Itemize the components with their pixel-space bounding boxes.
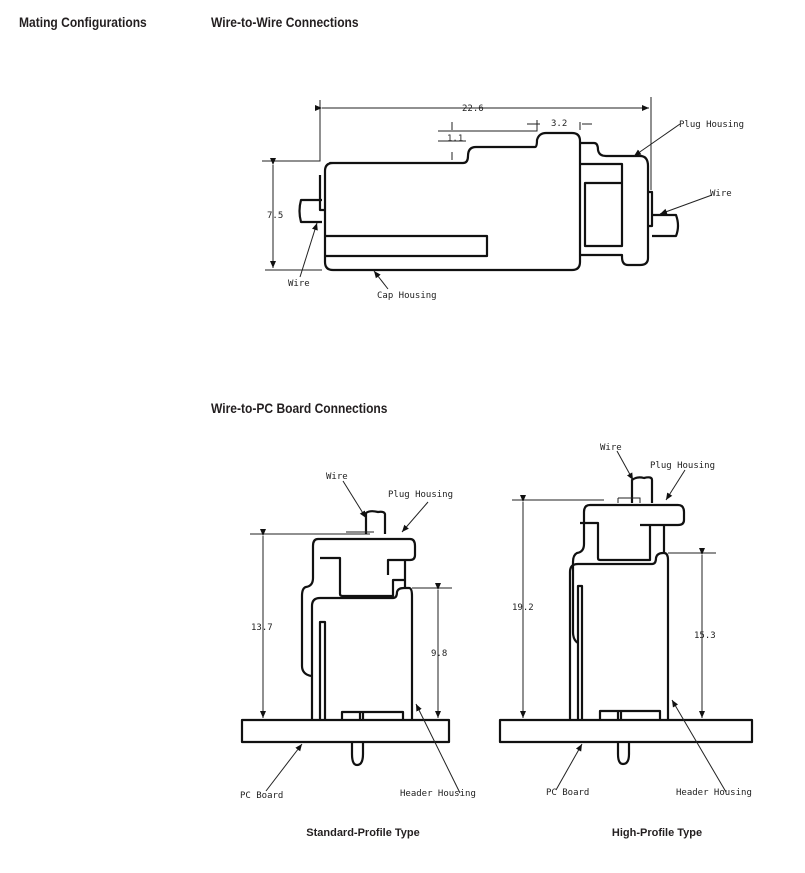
high-profile-caption: High-Profile Type <box>611 827 703 839</box>
dim-offset: 1.1 <box>447 134 463 144</box>
label-header-housing: Header Housing <box>400 789 476 799</box>
high-profile-diagram: 19.2 15.3 Wire Plug Housing PC Board Hea… <box>498 443 754 798</box>
dim-header: 15.3 <box>694 631 716 641</box>
left-wire <box>298 198 322 224</box>
label-wire: Wire <box>600 443 622 453</box>
section-title: Mating Configurations <box>19 14 147 30</box>
label-plug-housing: Plug Housing <box>679 120 744 130</box>
right-wire <box>652 213 680 238</box>
wire <box>364 510 387 534</box>
dim-header: 9.8 <box>431 649 447 659</box>
standard-profile-caption: Standard-Profile Type <box>306 827 420 839</box>
wire <box>630 476 654 503</box>
plug-housing <box>300 537 417 678</box>
label-header-housing: Header Housing <box>676 788 752 798</box>
plug-housing <box>580 141 650 267</box>
label-wire-left: Wire <box>288 279 310 289</box>
header-housing <box>568 551 670 720</box>
label-cap-housing: Cap Housing <box>377 291 437 301</box>
label-wire: Wire <box>326 472 348 482</box>
pin <box>616 742 631 766</box>
dim-length: 22.6 <box>462 104 484 114</box>
wire-to-pcb-heading: Wire-to-PC Board Connections <box>211 400 388 416</box>
standard-profile-diagram: 13.7 9.8 Wire Plug Housing PC Board Head… <box>240 472 476 801</box>
dim-total: 13.7 <box>251 623 273 633</box>
pc-board <box>498 718 754 744</box>
pc-board <box>240 718 451 744</box>
wire-to-wire-diagram: 22.6 3.2 1.1 7.5 Wire Cap Housing Plug H… <box>262 97 744 301</box>
wire-to-wire-heading: Wire-to-Wire Connections <box>211 14 359 30</box>
header-housing <box>310 586 414 720</box>
label-wire-right: Wire <box>710 189 732 199</box>
pin <box>350 742 365 767</box>
dim-total: 19.2 <box>512 603 534 613</box>
label-plug-housing: Plug Housing <box>388 490 453 500</box>
dim-step: 3.2 <box>551 119 567 129</box>
label-pc-board: PC Board <box>240 791 283 801</box>
plug-housing <box>571 503 686 644</box>
label-pc-board: PC Board <box>546 788 589 798</box>
cap-housing <box>323 131 582 272</box>
dim-height: 7.5 <box>267 211 283 221</box>
label-plug-housing: Plug Housing <box>650 461 715 471</box>
